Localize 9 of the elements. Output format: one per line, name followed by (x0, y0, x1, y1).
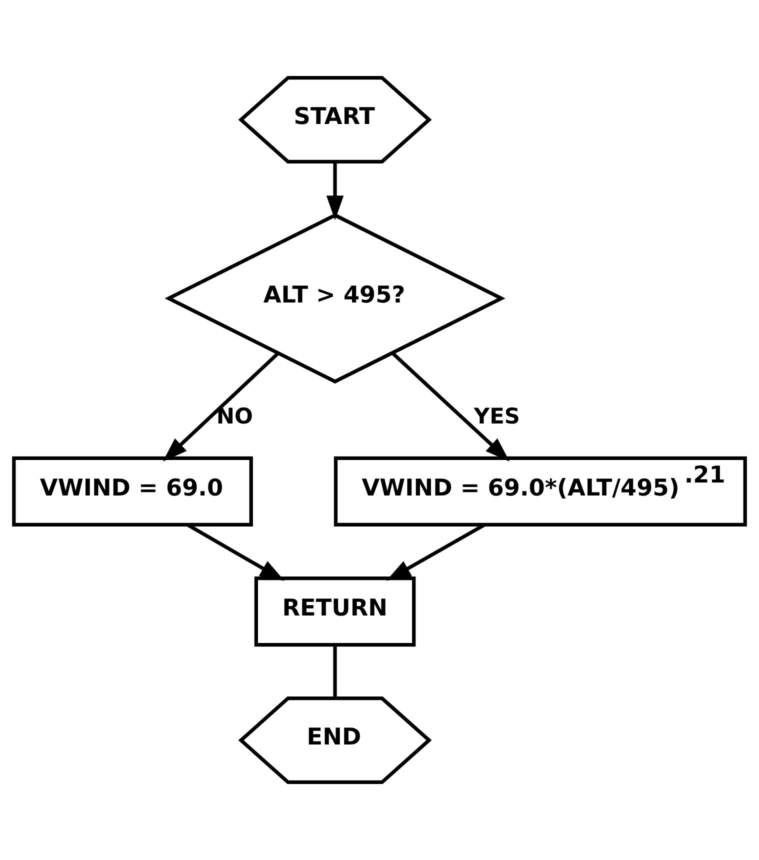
edge-label: NO (216, 404, 254, 430)
node-diamond: ALT > 495? (164, 213, 506, 384)
connector (333, 645, 337, 698)
arrow (326, 162, 344, 220)
arrow (392, 352, 510, 462)
node-box: RETURN (254, 576, 416, 647)
node-box: VWIND = 69.0 (12, 456, 253, 527)
edge-label: YES (474, 404, 520, 430)
arrow (162, 352, 280, 462)
